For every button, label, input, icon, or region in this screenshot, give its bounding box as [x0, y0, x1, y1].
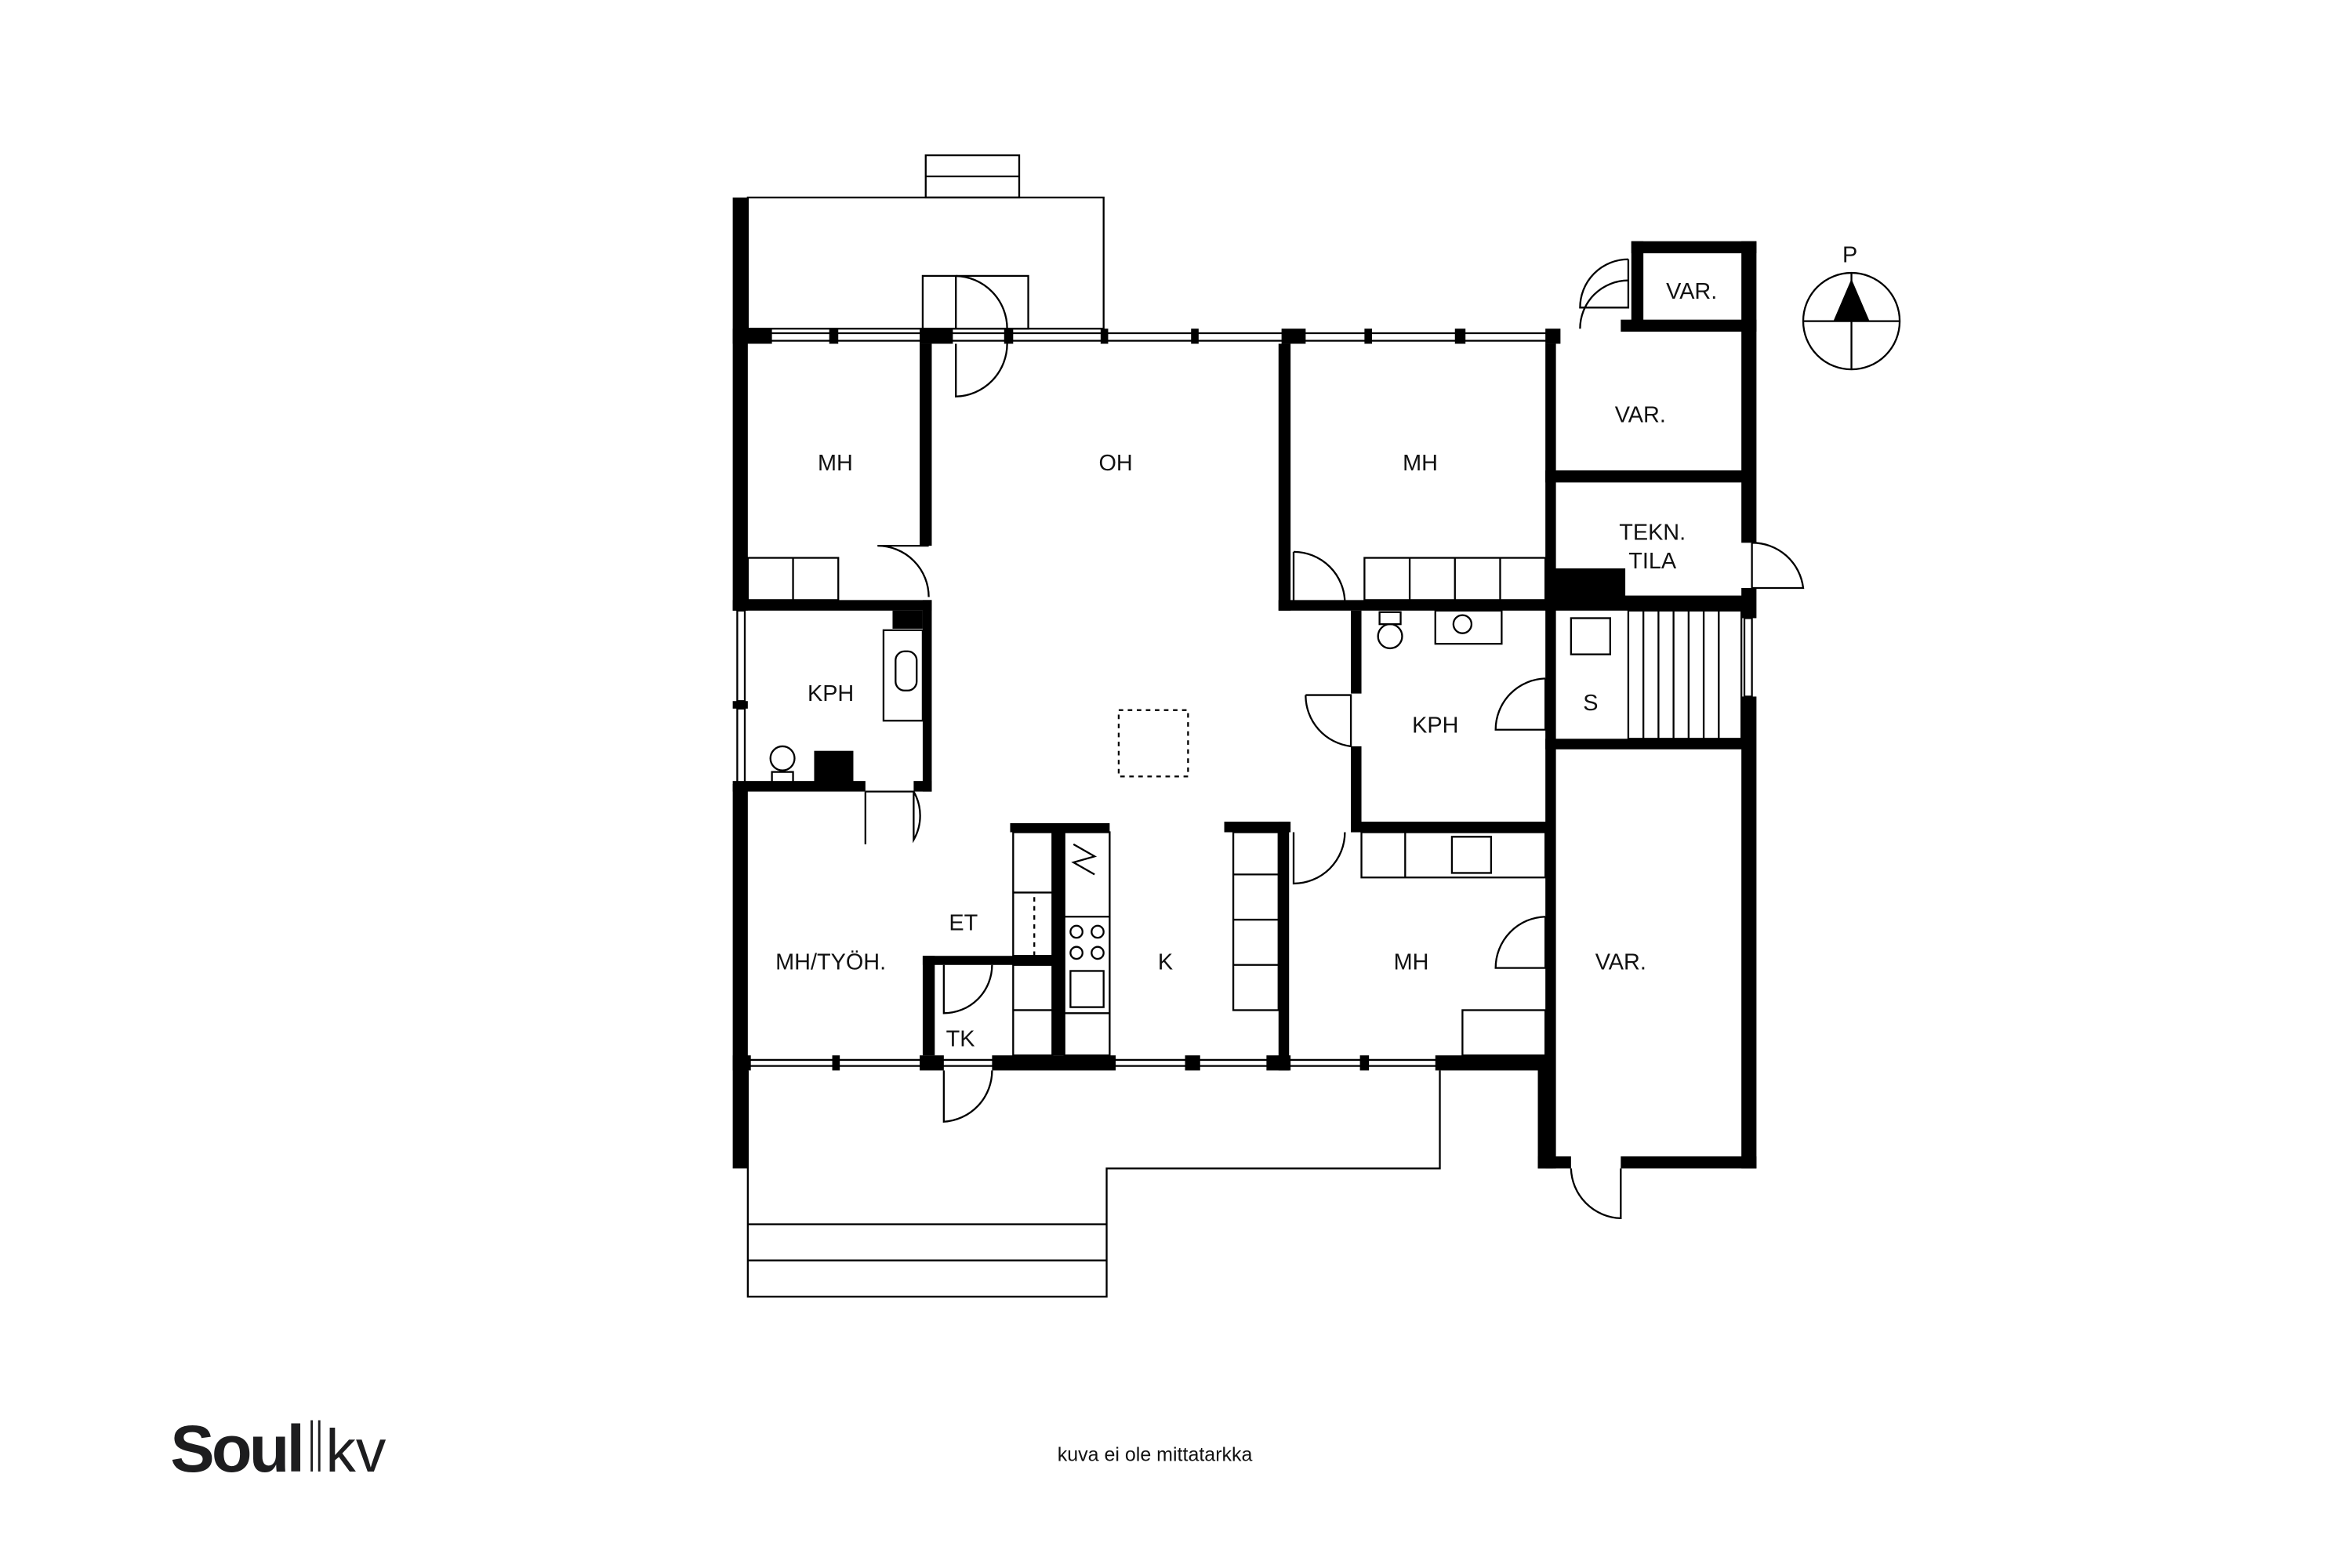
- north-compass: P: [1802, 243, 1901, 371]
- compass-label: P: [1842, 243, 1857, 268]
- room-label-mh: MH: [1403, 451, 1438, 476]
- room-label-mh-tyoh: MH/TYÖH.: [775, 950, 886, 975]
- logo: Soul kv: [170, 1411, 387, 1486]
- scale-disclaimer: kuva ei ole mittatarkka: [1058, 1443, 1253, 1465]
- room-label-kph: KPH: [1412, 713, 1458, 739]
- logo-bold: Soul: [170, 1411, 302, 1486]
- walls: [732, 197, 1757, 1169]
- room-label-kph: KPH: [808, 681, 854, 706]
- room-labels: MH OH MH VAR. VAR. TEKN. TILA KPH KPH S …: [775, 279, 1717, 1052]
- doors[interactable]: [864, 258, 1805, 1220]
- room-label-var: VAR.: [1595, 950, 1646, 975]
- logo-light: kv: [325, 1417, 386, 1485]
- room-label-var: VAR.: [1615, 402, 1666, 427]
- room-label-mh: MH: [1394, 950, 1429, 975]
- north-arrow-icon: [1833, 278, 1870, 321]
- room-label-oh: OH: [1098, 451, 1132, 476]
- room-label-et: ET: [949, 911, 978, 936]
- fixtures: [736, 557, 1753, 1057]
- room-label-tila: TILA: [1628, 549, 1677, 574]
- room-label-var: VAR.: [1666, 279, 1717, 304]
- room-label-tk: TK: [946, 1027, 975, 1052]
- room-label-tekn: TEKN.: [1619, 520, 1686, 545]
- room-label-mh: MH: [818, 451, 853, 476]
- terraces: [746, 154, 1441, 1298]
- room-label-k: K: [1158, 950, 1173, 975]
- room-label-sauna: S: [1583, 691, 1598, 716]
